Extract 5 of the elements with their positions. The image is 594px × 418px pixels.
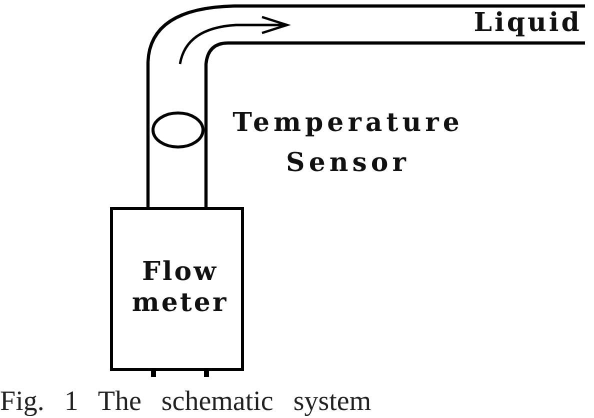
sensor-label: Temperature Sensor: [232, 107, 464, 180]
figure-caption: Fig. 1 The schematic system: [0, 387, 372, 417]
flow-meter-box: [110, 207, 244, 371]
device-label: Flow meter: [130, 257, 230, 319]
pipe-label: Liquid: [472, 8, 582, 40]
